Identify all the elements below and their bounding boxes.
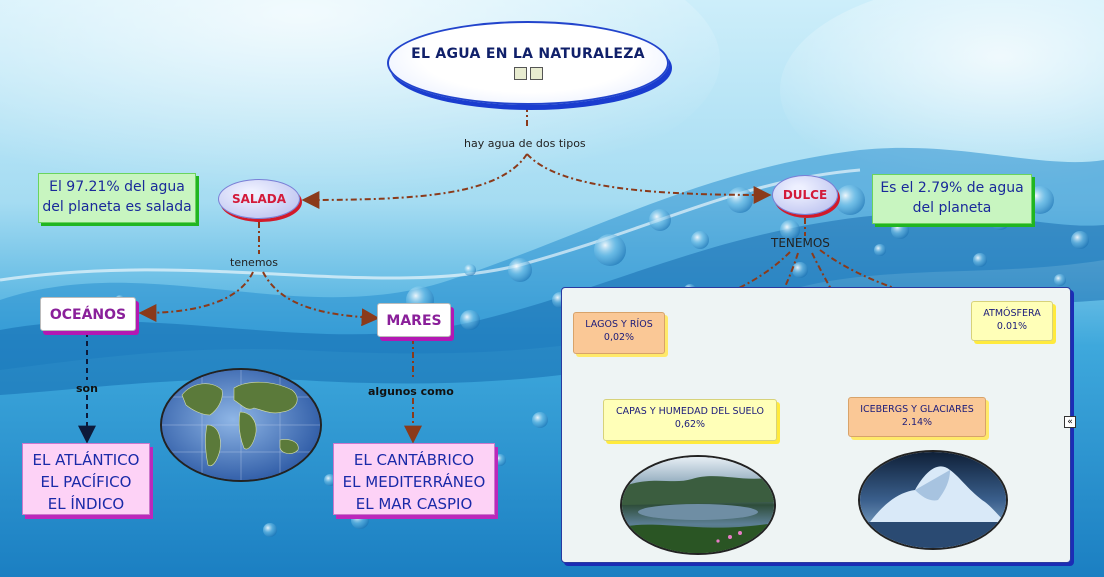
fresh-capas-name: CAPAS Y HUMEDAD DEL SUELO — [616, 406, 764, 417]
iceberg-image — [858, 450, 1008, 550]
concept-salada[interactable]: SALADA — [218, 179, 300, 219]
link-label-two-types: hay agua de dos tipos — [464, 137, 586, 150]
world-map-image — [160, 368, 322, 482]
water-bubble — [780, 220, 800, 240]
central-topic-label: EL AGUA EN LA NATURALEZA — [411, 46, 645, 62]
water-bubble — [691, 231, 709, 249]
central-topic[interactable]: EL AGUA EN LA NATURALEZA — [387, 21, 669, 105]
fresh-lagos-value: 0,02% — [603, 332, 635, 343]
fresh-atmosfera[interactable]: ATMÓSFERA 0.01% — [971, 301, 1053, 341]
document-icon[interactable] — [513, 67, 527, 80]
salada-note-line-2: del planeta es salada — [42, 199, 192, 215]
water-bubble — [1071, 231, 1089, 249]
concept-dulce[interactable]: DULCE — [772, 175, 838, 215]
mares-list-item: EL MAR CASPIO — [355, 495, 473, 513]
mares-list-item: EL MEDITERRÁNEO — [342, 473, 486, 491]
topic-attachments — [513, 67, 543, 80]
salada-note-line-1: El 97.21% del agua — [49, 179, 185, 195]
collapse-toggle-icon[interactable]: « — [1064, 416, 1076, 428]
water-bubble — [874, 244, 886, 256]
water-bubble — [1054, 274, 1066, 286]
fresh-capas[interactable]: CAPAS Y HUMEDAD DEL SUELO 0,62% — [603, 399, 777, 441]
oceanos-list-item: EL ÍNDICO — [47, 495, 125, 513]
concept-mares[interactable]: MARES — [377, 303, 451, 337]
fresh-atmosfera-value: 0.01% — [996, 321, 1028, 332]
dulce-note: Es el 2.79% de agua del planeta — [872, 174, 1032, 224]
fresh-lagos[interactable]: LAGOS Y RÍOS 0,02% — [573, 312, 665, 354]
water-bubble — [464, 264, 476, 276]
water-bubble — [263, 523, 277, 537]
link-label-son: son — [76, 382, 98, 395]
water-bubble — [891, 221, 909, 239]
water-bubble — [973, 253, 987, 267]
fresh-icebergs-value: 2.14% — [901, 417, 933, 428]
water-bubble — [835, 185, 865, 215]
oceanos-list: EL ATLÁNTICO EL PACÍFICO EL ÍNDICO — [22, 443, 150, 515]
fresh-icebergs[interactable]: ICEBERGS Y GLACIARES 2.14% — [848, 397, 986, 437]
oceanos-list-item: EL PACÍFICO — [40, 473, 132, 491]
oceanos-list-item: EL ATLÁNTICO — [32, 451, 140, 469]
water-bubble — [508, 258, 532, 282]
fresh-lagos-name: LAGOS Y RÍOS — [585, 319, 653, 330]
water-bubble — [1026, 186, 1054, 214]
mares-list-item: EL CANTÁBRICO — [353, 451, 475, 469]
water-bubble — [351, 511, 369, 529]
film-icon[interactable] — [529, 67, 543, 80]
link-label-tenemos-upper: TENEMOS — [771, 236, 830, 250]
lake-image — [620, 455, 776, 555]
water-bubble — [532, 412, 548, 428]
water-bubble — [649, 209, 671, 231]
water-bubble — [792, 262, 808, 278]
fresh-atmosfera-name: ATMÓSFERA — [983, 308, 1041, 319]
fresh-capas-value: 0,62% — [674, 419, 706, 430]
water-bubble — [460, 310, 480, 330]
dulce-note-line-1: Es el 2.79% de agua — [880, 180, 1024, 196]
mares-list: EL CANTÁBRICO EL MEDITERRÁNEO EL MAR CAS… — [333, 443, 495, 515]
link-label-tenemos: tenemos — [230, 256, 278, 269]
water-bubble — [727, 187, 753, 213]
dulce-note-line-2: del planeta — [912, 200, 992, 216]
concept-oceanos[interactable]: OCEÁNOS — [40, 297, 136, 331]
concept-dulce-label: DULCE — [782, 188, 828, 202]
water-bubble — [594, 234, 626, 266]
salada-note: El 97.21% del agua del planeta es salada — [38, 173, 196, 223]
concept-salada-label: SALADA — [231, 192, 287, 206]
link-label-algunos: algunos como — [368, 385, 454, 398]
fresh-icebergs-name: ICEBERGS Y GLACIARES — [860, 404, 974, 415]
water-bubble — [494, 454, 506, 466]
